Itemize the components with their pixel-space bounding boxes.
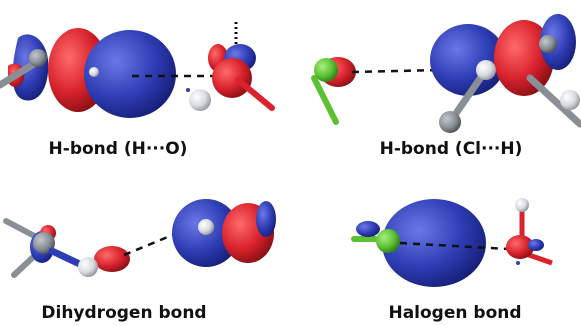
positive-lobe [256,201,276,237]
carbon-atom [33,232,55,254]
negative-lobe [94,246,130,272]
hbond-ho-illustration [0,22,275,118]
panel-label: H-bond (H···O) [48,139,188,159]
panel-label: H-bond (Cl···H) [379,139,523,159]
hydrogen-atom [476,60,496,80]
carbon-atom [29,49,47,67]
hydrogen-atom [189,89,211,111]
positive-lobe [540,14,576,70]
hydrogen-atom [89,67,99,77]
red-bond-stick [235,77,275,111]
small-dot [516,261,520,265]
halogen-bond-illustration [351,198,553,287]
carbon-atom [539,35,557,53]
small-dot [186,88,190,92]
hydrogen-atom [198,219,214,235]
negative-lobe [494,20,554,96]
panel-hbond-clh: H-bond (Cl···H) [290,0,581,163]
panel-label: Halogen bond [388,303,522,323]
carbon-atom [439,111,461,133]
chlorine-atom [314,58,338,82]
hydrogen-atom [515,198,529,212]
hydrogen-atom [560,90,580,110]
panel-halogen-bond: Halogen bond [290,163,581,326]
panel-label: Dihydrogen bond [41,303,207,323]
dihydrogen-bond-illustration [3,199,276,278]
oxygen-lobe [212,58,252,98]
panel-dihydrogen-bond: Dihydrogen bond [0,163,290,326]
negative-lobe [506,235,534,259]
panel-hbond-ho: H-bond (H···O) [0,0,290,163]
hydrogen-bond-line [351,68,441,74]
blue-lobe-small [528,239,544,251]
chlorine-atom [376,229,400,253]
chlorine-bond-stick [311,75,339,125]
positive-lobe [382,199,486,287]
positive-lobe [356,221,380,237]
hbond-clh-illustration [311,14,581,133]
halogen-bond-line [399,241,509,251]
positive-lobe [84,30,176,118]
hydrogen-atom [78,257,98,277]
bond-stick [526,74,581,128]
